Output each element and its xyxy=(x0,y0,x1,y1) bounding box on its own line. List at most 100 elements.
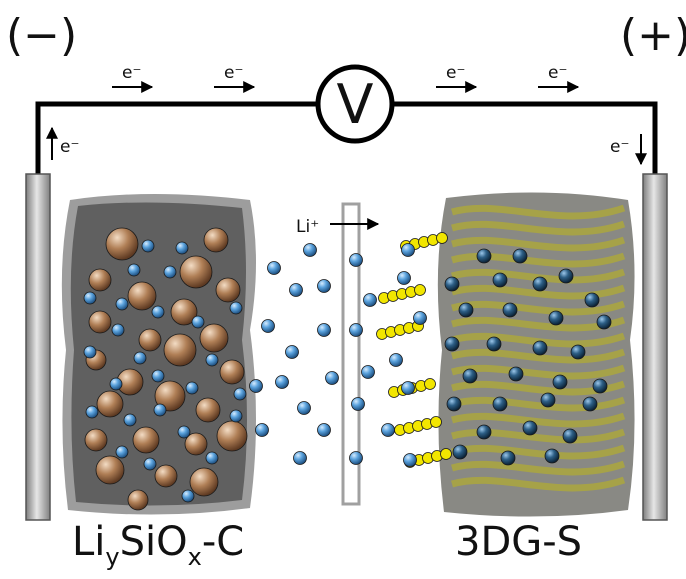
sulfur-strand xyxy=(451,348,626,364)
si-particle xyxy=(203,227,229,253)
sulfur-strand xyxy=(451,220,626,236)
li-ion xyxy=(500,450,516,466)
li-ion xyxy=(532,340,548,356)
li-ion xyxy=(289,283,303,297)
li-ion xyxy=(584,292,600,308)
li-ion xyxy=(175,241,189,255)
li-ion xyxy=(403,453,417,467)
li-ion xyxy=(349,253,363,267)
sulfur-strand xyxy=(451,444,626,460)
sulfur-strand xyxy=(451,460,626,476)
li-ion xyxy=(303,243,317,257)
li-ion xyxy=(185,381,199,395)
li-ion xyxy=(141,239,155,253)
li-ion xyxy=(552,374,568,390)
anode-label: LiySiOx-C xyxy=(72,519,244,571)
separator xyxy=(341,202,361,506)
li-ion xyxy=(458,302,474,318)
li-ion xyxy=(163,265,177,279)
anode-body xyxy=(61,194,257,515)
li-ion xyxy=(325,371,339,385)
li-ion xyxy=(349,451,363,465)
li-ion xyxy=(522,420,538,436)
li-ion xyxy=(548,310,564,326)
circuit-wire xyxy=(35,101,658,176)
li-ion xyxy=(143,457,157,471)
li-ion xyxy=(229,301,243,315)
si-particle xyxy=(154,464,178,488)
li-ion xyxy=(401,243,415,257)
li-ion-label: Li⁺ xyxy=(296,217,319,237)
electron-labels: e⁻ e⁻ e⁻ e⁻ e⁻ e⁻ xyxy=(60,63,629,157)
li-ion xyxy=(349,323,363,337)
li-ion xyxy=(476,248,492,264)
sulfur-strand xyxy=(451,284,626,300)
si-particle xyxy=(132,426,160,454)
si-particle xyxy=(199,323,229,353)
li-ion xyxy=(452,444,468,460)
li-ion xyxy=(133,351,147,365)
sulfur-strand xyxy=(451,396,626,412)
si-particle xyxy=(179,255,213,289)
li-ion xyxy=(444,276,460,292)
electron-label: e⁻ xyxy=(548,63,567,83)
sulfur-atom xyxy=(424,378,436,390)
li-ion xyxy=(297,401,311,415)
li-ion xyxy=(177,425,191,439)
li-ion xyxy=(293,451,307,465)
li-ion xyxy=(275,375,289,389)
li-ion xyxy=(492,272,508,288)
li-ion xyxy=(261,319,275,333)
li-ion xyxy=(582,396,598,412)
sulfur-strand xyxy=(451,268,626,284)
cathode-current-collector xyxy=(642,173,668,521)
li-ion xyxy=(151,369,165,383)
si-particle xyxy=(88,268,112,292)
li-ion xyxy=(249,379,263,393)
si-particle xyxy=(96,390,124,418)
sulfur-atom xyxy=(436,232,448,244)
electron-label: e⁻ xyxy=(122,63,141,83)
sulfur-strand xyxy=(451,236,626,252)
li-ion xyxy=(111,323,125,337)
cathode-label: 3DG-S xyxy=(455,519,582,565)
li-ion xyxy=(205,451,219,465)
si-particle xyxy=(95,455,125,485)
li-ion xyxy=(544,448,560,464)
li-ion xyxy=(397,271,411,285)
li-ion xyxy=(317,323,331,337)
sulfur-strand xyxy=(451,332,626,348)
si-particle xyxy=(127,281,157,311)
li-ion xyxy=(540,392,556,408)
sulfur-atom xyxy=(430,416,442,428)
li-ion xyxy=(361,365,375,379)
li-ion xyxy=(592,378,608,394)
si-particle xyxy=(105,227,139,261)
cathode-li-ions xyxy=(444,248,612,466)
li-ion xyxy=(351,397,365,411)
li-ion xyxy=(596,314,612,330)
li-ion xyxy=(109,377,123,391)
li-ion xyxy=(233,387,247,401)
li-ion xyxy=(492,396,508,412)
li-ion xyxy=(85,405,99,419)
li-ion xyxy=(191,315,205,329)
li-ion xyxy=(562,428,578,444)
positive-terminal-label: (+) xyxy=(620,10,686,61)
si-particle xyxy=(88,310,112,334)
li-ion xyxy=(381,423,395,437)
li-ion xyxy=(285,345,299,359)
si-particle xyxy=(84,428,108,452)
li-ion xyxy=(115,297,129,311)
si-particle xyxy=(184,432,208,456)
si-particle xyxy=(127,489,149,511)
li-ion xyxy=(229,409,243,423)
li-ion xyxy=(532,276,548,292)
li-ion xyxy=(446,396,462,412)
sulfur-strand xyxy=(451,476,626,492)
li-ion xyxy=(317,279,331,293)
sulfur-strand xyxy=(451,252,626,268)
si-particle xyxy=(170,298,198,326)
electron-label: e⁻ xyxy=(224,63,243,83)
